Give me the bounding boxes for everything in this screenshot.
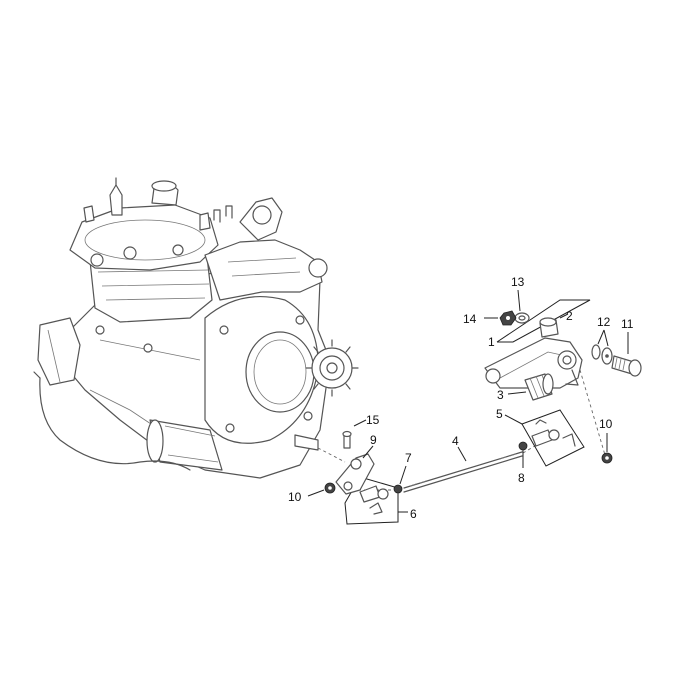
sprocket	[305, 339, 359, 397]
part-9-shift-arm	[335, 453, 375, 495]
part-5-ball-joint	[521, 409, 585, 467]
callout-15: 15	[366, 413, 380, 427]
callout-1: 1	[488, 335, 495, 349]
part-12-washers	[591, 344, 613, 365]
callout-10-right: 10	[599, 417, 613, 431]
callout-3: 3	[497, 388, 504, 402]
callout-9: 9	[370, 433, 377, 447]
callout-2: 2	[566, 309, 573, 323]
part-15-bolt	[342, 430, 352, 449]
engine-assembly	[33, 177, 359, 479]
part-8-nut	[518, 441, 528, 451]
callout-11: 11	[621, 317, 634, 331]
part-1-gear-lever	[484, 337, 583, 389]
part-11-bolt	[611, 355, 642, 377]
part-3-footpeg	[524, 373, 554, 401]
part-4-shift-rod	[403, 451, 523, 493]
part-7-nut	[393, 484, 403, 494]
callout-12: 12	[597, 315, 611, 329]
callout-8: 8	[518, 471, 525, 485]
part-13-washer	[514, 312, 530, 324]
callout-6: 6	[410, 507, 417, 521]
part-14-nut	[499, 310, 517, 326]
part-2-bushing	[539, 317, 559, 338]
callout-4: 4	[452, 434, 459, 448]
part-6-ball-joint	[344, 476, 399, 525]
starter-motor	[146, 419, 223, 471]
callout-5: 5	[496, 407, 503, 421]
callout-7: 7	[405, 451, 412, 465]
part-10-nut-left	[324, 482, 336, 494]
part-10-nut-right	[601, 452, 613, 464]
callout-10-left: 10	[288, 490, 302, 504]
callout-13: 13	[511, 275, 525, 289]
callout-14: 14	[463, 312, 477, 326]
